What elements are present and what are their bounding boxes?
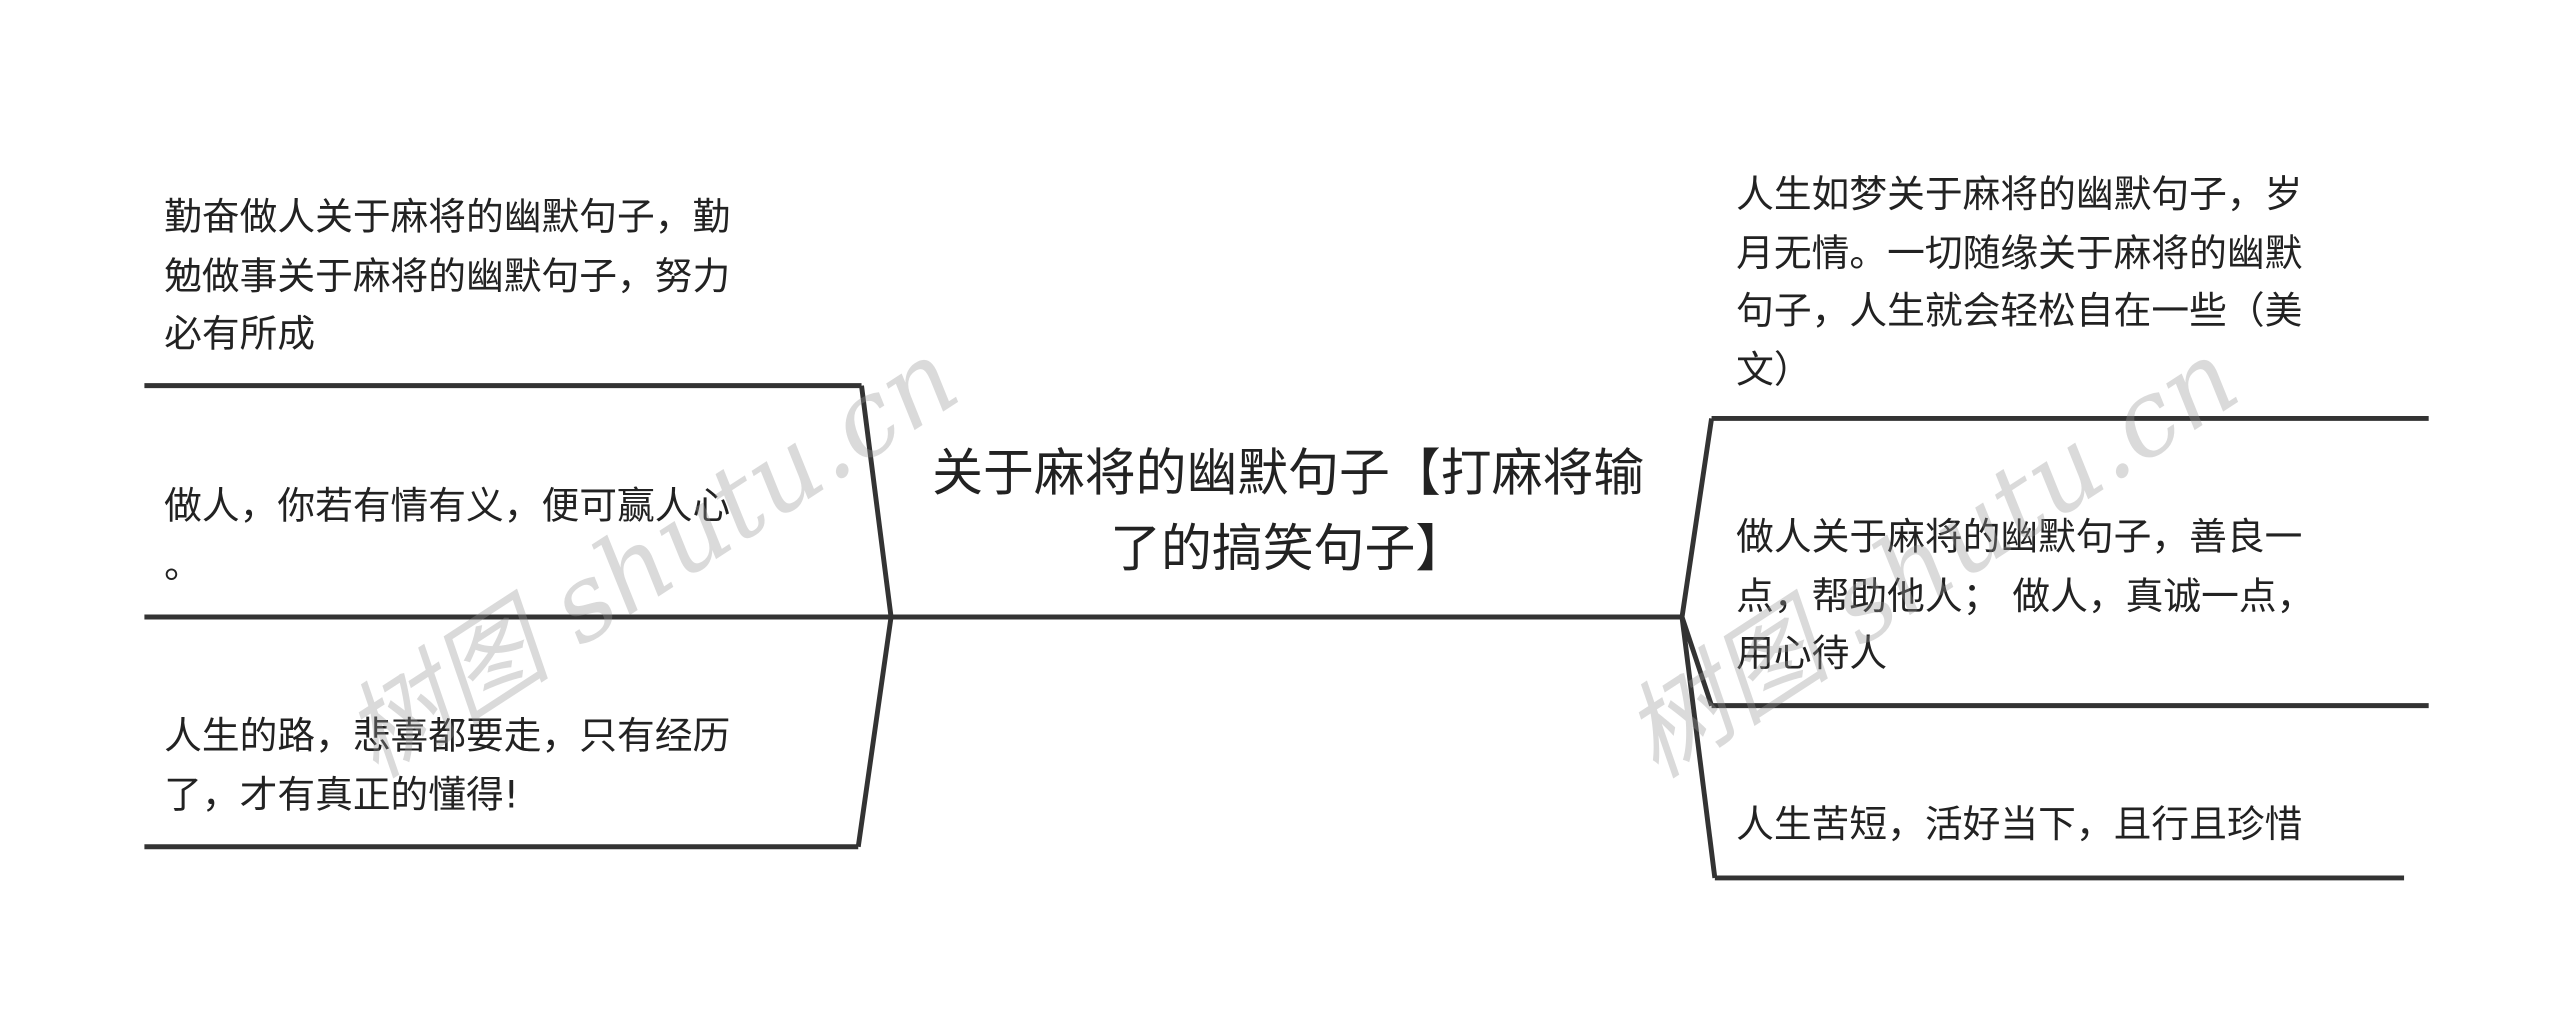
- left-node-3[interactable]: 人生的路，悲喜都要走，只有经历 了，才有真正的懂得!: [164, 715, 731, 817]
- right-node-1[interactable]: 人生如梦关于麻将的幽默句子，岁 月无情。一切随缘关于麻将的幽默 句子，人生就会轻…: [1736, 173, 2303, 392]
- left-node-2[interactable]: 做人，你若有情有义，便可赢人心 。: [164, 485, 731, 587]
- right-node-2[interactable]: 做人关于麻将的幽默句子，善良一 点，帮助他人； 做人，真诚一点， 用心待人: [1736, 516, 2315, 677]
- right-bracket-bottom: [1679, 616, 1718, 879]
- root-node[interactable]: 关于麻将的幽默句子【打麻将输了的搞笑句子】: [932, 444, 1645, 580]
- right-node-3[interactable]: 人生苦短，活好当下，且行且珍惜: [1736, 804, 2303, 847]
- left-node-1[interactable]: 勤奋做人关于麻将的幽默句子，勤 勉做事关于麻将的幽默句子，努力 必有所成: [164, 196, 731, 357]
